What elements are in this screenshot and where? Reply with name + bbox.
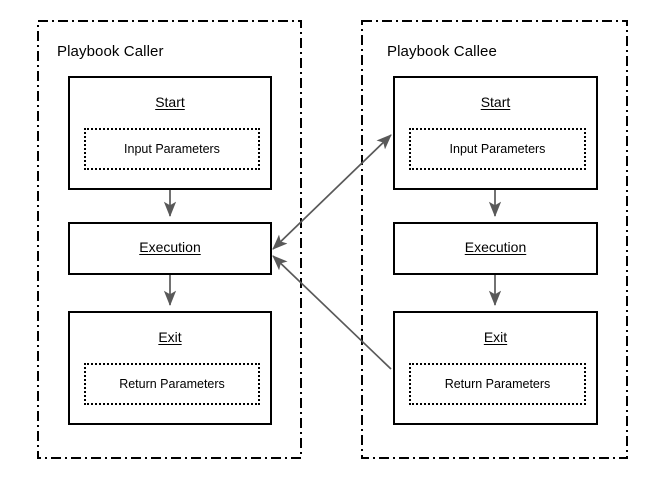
node-title-callee-exit: Exit bbox=[483, 329, 508, 345]
node-title-caller-execution: Execution bbox=[139, 239, 201, 255]
arrow-call-invoke bbox=[272, 134, 392, 250]
lane-title-caller: Playbook Caller bbox=[57, 43, 164, 60]
node-title-caller-start: Start bbox=[155, 94, 185, 110]
node-caller-exit[interactable]: Exit Return Parameters bbox=[68, 311, 272, 425]
arrow-call-return bbox=[272, 255, 392, 370]
param-box-caller-exit-return: Return Parameters bbox=[84, 363, 260, 405]
param-label-callee-start-input: Input Parameters bbox=[449, 142, 546, 156]
param-box-caller-start-input: Input Parameters bbox=[84, 128, 260, 170]
param-box-callee-exit-return: Return Parameters bbox=[409, 363, 586, 405]
param-label-caller-exit-return: Return Parameters bbox=[119, 377, 225, 391]
node-caller-start[interactable]: Start Input Parameters bbox=[68, 76, 272, 190]
param-label-callee-exit-return: Return Parameters bbox=[444, 377, 551, 391]
node-callee-execution[interactable]: Execution bbox=[393, 222, 598, 275]
lane-title-callee: Playbook Callee bbox=[387, 43, 497, 60]
node-callee-start[interactable]: Start Input Parameters bbox=[393, 76, 598, 190]
node-title-caller-exit: Exit bbox=[158, 329, 182, 345]
param-box-callee-start-input: Input Parameters bbox=[409, 128, 586, 170]
node-callee-exit[interactable]: Exit Return Parameters bbox=[393, 311, 598, 425]
node-caller-execution[interactable]: Execution bbox=[68, 222, 272, 275]
node-title-callee-start: Start bbox=[480, 94, 511, 110]
param-label-caller-start-input: Input Parameters bbox=[124, 142, 220, 156]
node-title-callee-execution: Execution bbox=[464, 239, 527, 255]
